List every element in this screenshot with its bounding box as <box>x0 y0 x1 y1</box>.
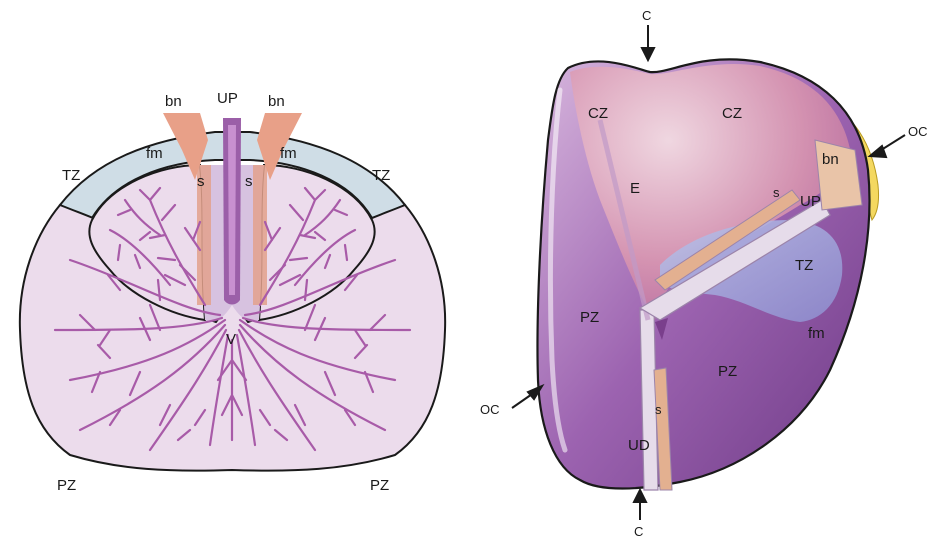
label-s-upper: s <box>773 185 780 200</box>
s-strip-right <box>253 165 267 305</box>
label-bn-right: bn <box>268 93 285 110</box>
label-cz-left: CZ <box>588 105 608 122</box>
label-s-right: s <box>245 173 253 190</box>
label-tz-right: TZ <box>372 167 390 184</box>
label-oc-left: OC <box>480 402 500 417</box>
label-s-lower: s <box>655 402 662 417</box>
label-bn: bn <box>822 151 839 168</box>
label-bn-left: bn <box>165 93 182 110</box>
label-pz-left-sagittal: PZ <box>580 309 599 326</box>
label-s-left: s <box>197 173 205 190</box>
label-c-top: C <box>642 8 651 23</box>
label-up-sagittal: UP <box>800 193 821 210</box>
axial-section-diagram: bn UP bn fm fm s s TZ TZ V PZ PZ <box>20 90 445 494</box>
label-cz-right: CZ <box>722 105 742 122</box>
label-c-bottom: C <box>634 524 643 539</box>
label-pz-right-sagittal: PZ <box>718 363 737 380</box>
label-oc-right: OC <box>908 124 928 139</box>
label-pz-right: PZ <box>370 477 389 494</box>
label-fm-left: fm <box>146 145 163 162</box>
label-up: UP <box>217 90 238 107</box>
label-ud: UD <box>628 437 650 454</box>
label-tz-sagittal: TZ <box>795 257 813 274</box>
label-tz-left: TZ <box>62 167 80 184</box>
label-fm-right: fm <box>280 145 297 162</box>
sagittal-section-diagram: C C OC OC CZ CZ E bn s UP TZ fm PZ PZ s … <box>480 8 928 539</box>
label-pz-left: PZ <box>57 477 76 494</box>
label-fm-sagittal: fm <box>808 325 825 342</box>
urethra-inner <box>228 125 236 295</box>
label-e: E <box>630 180 640 197</box>
label-v: V <box>226 331 236 348</box>
